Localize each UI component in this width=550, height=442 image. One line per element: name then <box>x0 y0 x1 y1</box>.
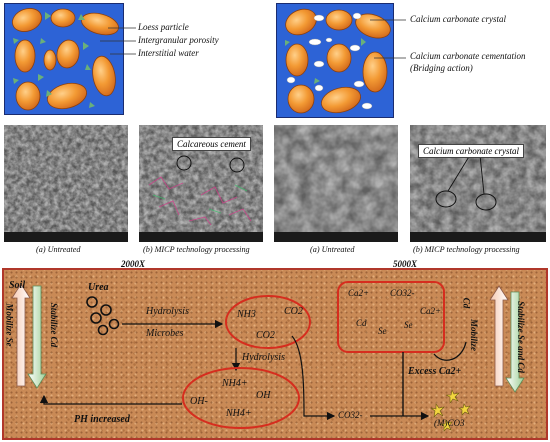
se-label-2: Se <box>404 320 413 330</box>
calcium-carbonate-crystal-callout: Calcium carbonate crystal <box>418 144 524 158</box>
nh3-label: NH3 <box>237 309 256 320</box>
sem-image-untreated-2000x <box>4 125 128 242</box>
hydrolysis-label-top: Hydrolysis <box>146 306 189 317</box>
bridging-action-label: (Bridging action) <box>410 63 473 73</box>
carbonate-cementation-label: Calcium carbonate cementation <box>410 51 526 61</box>
left-legend-leaders <box>100 27 136 55</box>
sem-image-micp-5000x <box>410 125 546 242</box>
sem-image-untreated-5000x <box>274 125 398 242</box>
magnification-2000x: 2000X <box>121 259 146 269</box>
intergranular-porosity-label: Intergranular porosity <box>138 35 219 45</box>
microbes-label: Microbes <box>146 328 184 339</box>
loess-particle-label: Loess particle <box>138 22 189 32</box>
caption-micp-2000x: (b) MICP technology processing <box>143 245 250 254</box>
magnification-5000x: 5000X <box>393 259 418 269</box>
caption-untreated-2000x: (a) Untreated <box>36 245 81 254</box>
treated-particle-diagram <box>276 3 394 118</box>
mobilize-se-label: Mobilize Se <box>4 303 15 347</box>
ca-label-1: Ca2+ <box>348 288 370 298</box>
co3-box-label: CO32- <box>390 288 415 298</box>
se-label-1: Se <box>378 326 387 336</box>
nh4-label-1: NH4+ <box>222 378 248 389</box>
process-graphics <box>11 281 525 432</box>
calcareous-cement-callout: Calcareous cement <box>172 137 251 151</box>
ca-label-2: Ca2+ <box>420 306 442 316</box>
stabilize-cd-label: Stabilize Cd <box>49 302 60 348</box>
ph-increased-label: PH increased <box>74 414 130 425</box>
co2-top-label: CO2 <box>284 306 303 317</box>
cd-right-label: Cd <box>461 297 472 309</box>
right-legend-leaders <box>370 19 406 59</box>
interstitial-water-label: Interstitial water <box>138 48 199 58</box>
cd-box-label: Cd <box>356 318 367 328</box>
mco3-label: (M)CO3 <box>434 418 465 428</box>
mobilize-right-label: Mobilize <box>469 318 480 352</box>
oh-label-2: OH <box>256 390 271 401</box>
untreated-particles <box>12 8 119 111</box>
hydrolysis-label-down: Hydrolysis <box>242 352 285 363</box>
untreated-particle-diagram <box>4 3 124 115</box>
co2-mid-label: CO2 <box>256 330 275 341</box>
soil-label: Soil <box>9 280 26 291</box>
treated-particles <box>285 8 391 114</box>
sem-image-micp-2000x <box>139 125 263 242</box>
stabilize-se-cd-label: Stabilize Se and Cd <box>515 301 526 373</box>
calcium-carbonate-crystal-label: Calcium carbonate crystal <box>410 14 506 24</box>
caption-untreated-5000x: (a) Untreated <box>310 245 355 254</box>
urea-label: Urea <box>88 282 109 293</box>
micp-process-panel: Soil Mobilize Se Stabilize Cd Urea Hydro… <box>2 268 548 440</box>
caption-micp-5000x: (b) MICP technology processing <box>413 245 520 254</box>
excess-ca-label: Excess Ca2+ <box>408 366 462 377</box>
nh4-label-2: NH4+ <box>226 408 252 419</box>
co3-label: CO32- <box>338 410 363 420</box>
oh-label-1: OH- <box>190 396 208 407</box>
